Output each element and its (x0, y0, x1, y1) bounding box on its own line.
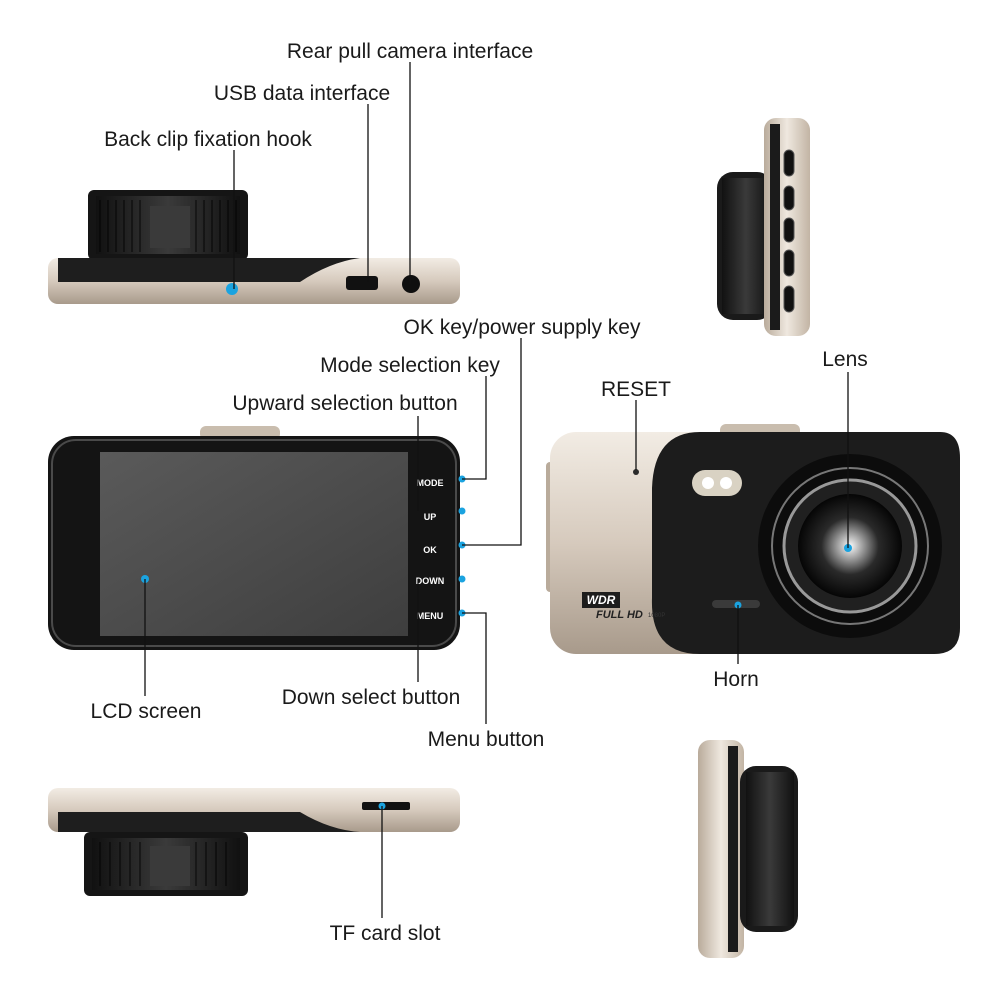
device-front-view: WDR FULL HD 1080P (546, 424, 960, 654)
up-button-label: UP (424, 512, 437, 522)
label-usb-interface: USB data interface (214, 82, 390, 105)
down-callout-dot (458, 575, 466, 583)
label-down-select: Down select button (282, 686, 461, 709)
resolution-badge: 1080P (648, 613, 665, 619)
label-rear-camera-interface: Rear pull camera interface (287, 40, 533, 63)
leader-lines (144, 62, 849, 918)
label-tf-card-slot: TF card slot (330, 922, 441, 945)
full-hd-badge: FULL HD (596, 609, 643, 621)
device-right-side-view (717, 118, 810, 336)
ok-button-label: OK (423, 545, 437, 555)
label-lcd-screen: LCD screen (91, 700, 202, 723)
lcd-screen (100, 452, 408, 636)
menu-button-label: MENU (417, 611, 444, 621)
device-rear-view: MODE UP OK DOWN MENU (48, 426, 466, 650)
device-top-view (48, 190, 460, 304)
hook-callout-dot (226, 283, 238, 295)
label-menu-button: Menu button (428, 728, 545, 751)
device-bottom-view (48, 788, 460, 896)
label-mode-selection-key: Mode selection key (320, 354, 500, 377)
label-lens: Lens (822, 348, 868, 371)
label-back-clip-hook: Back clip fixation hook (104, 128, 312, 151)
label-reset: RESET (601, 378, 671, 401)
label-horn: Horn (713, 668, 759, 691)
reset-hole (633, 469, 639, 475)
label-upward-selection: Upward selection button (232, 392, 457, 415)
down-button-label: DOWN (416, 576, 445, 586)
wdr-badge: WDR (587, 593, 616, 607)
up-callout-dot (458, 507, 466, 515)
mode-button-label: MODE (417, 478, 444, 488)
callout-labels: Rear pull camera interface USB data inte… (91, 40, 868, 945)
device-left-side-view (698, 740, 798, 958)
label-ok-power-key: OK key/power supply key (404, 316, 641, 339)
